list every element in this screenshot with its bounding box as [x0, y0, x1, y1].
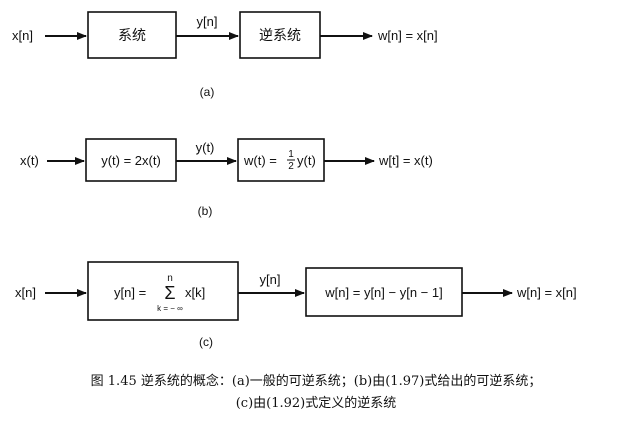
diagram-a-output-label: w[n] = x[n]	[377, 28, 438, 43]
diagram-a-tag: (a)	[200, 85, 215, 99]
diagram-b-frac-numerator: 1	[288, 149, 294, 160]
diagram-b-inverse-rhs: y(t)	[297, 153, 316, 168]
diagram-a-inverse-label: 逆系统	[259, 27, 301, 43]
diagram-b-mid-label: y(t)	[196, 140, 215, 155]
caption-line-1: 图 1.45 逆系统的概念：(a)一般的可逆系统；(b)由(1.97)式给出的可…	[90, 374, 542, 389]
diagram-b-output-label: w[t] = x(t)	[378, 153, 433, 168]
diagram-c-system-block	[87, 261, 239, 321]
diagram-b: x(t) y(t) = 2x(t) y(t) w(t) = 1 2 y(t) w…	[20, 138, 433, 218]
diagram-b-frac-denominator: 2	[288, 161, 294, 172]
diagram-c-output-label: w[n] = x[n]	[516, 285, 577, 300]
diagram-c-inverse-label: w[n] = y[n] − y[n − 1]	[324, 285, 442, 300]
diagram-c-sum-symbol: Σ	[164, 283, 175, 303]
diagram-a: x[n] 系统 y[n] 逆系统 w[n] = x[n] (a)	[12, 11, 438, 99]
diagram-a-system-label: 系统	[118, 27, 146, 43]
diagram-a-mid-label: y[n]	[197, 14, 218, 29]
caption-line-2: (c)由(1.92)式定义的逆系统	[235, 396, 397, 411]
diagram-c-sum-lower: k = − ∞	[157, 304, 183, 313]
diagram-c-system-rhs: x[k]	[185, 285, 205, 300]
diagram-c-sum-upper: n	[167, 273, 173, 284]
diagram-c-system-lhs: y[n] =	[114, 285, 146, 300]
diagram-a-input-label: x[n]	[12, 28, 33, 43]
diagram-c: x[n] y[n] = n Σ k = − ∞ x[k] y[n] w[n] =…	[15, 261, 577, 349]
diagram-b-tag: (b)	[198, 204, 213, 218]
diagram-b-input-label: x(t)	[20, 153, 39, 168]
diagram-c-tag: (c)	[199, 335, 213, 349]
diagram-c-input-label: x[n]	[15, 285, 36, 300]
diagram-c-mid-label: y[n]	[260, 272, 281, 287]
diagram-b-inverse-lhs: w(t) =	[243, 153, 277, 168]
diagram-b-system-label: y(t) = 2x(t)	[101, 153, 161, 168]
